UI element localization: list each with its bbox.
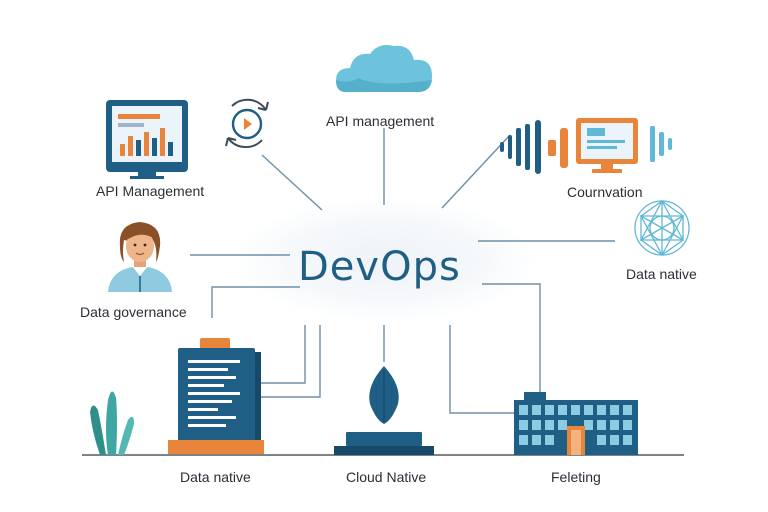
- dashboard-monitor-icon: [106, 100, 188, 179]
- label-network: Data native: [626, 266, 697, 282]
- label-cloud: API management: [326, 113, 435, 129]
- connector-building-1: [449, 325, 515, 414]
- server-document-icon: [168, 338, 264, 454]
- label-monitor: API Management: [96, 183, 205, 199]
- person-avatar-icon: [108, 222, 172, 292]
- building-icon: [514, 392, 638, 455]
- connector-computer: [441, 134, 511, 209]
- connector-building-2: [482, 283, 541, 393]
- center-title: DevOps: [298, 244, 461, 290]
- connector-server-1: [255, 325, 306, 384]
- label-building: Feleting: [551, 469, 601, 485]
- center-glow: [240, 200, 530, 320]
- plant-icon: [90, 391, 134, 455]
- cycle-arrows-icon: [225, 98, 269, 149]
- label-computer: Cournvation: [567, 184, 643, 200]
- computer-signal-icon: [500, 118, 672, 174]
- label-server: Data native: [180, 469, 251, 485]
- network-star-icon: [634, 199, 690, 257]
- connector-cycle: [261, 154, 323, 211]
- label-person: Data governance: [80, 304, 187, 320]
- connectors: [190, 128, 615, 414]
- leaf-platform-icon: [334, 366, 434, 455]
- cloud-icon: [336, 45, 432, 92]
- connector-server-2: [255, 325, 321, 398]
- connector-data-governance: [211, 286, 300, 318]
- label-leaf: Cloud Native: [346, 469, 427, 485]
